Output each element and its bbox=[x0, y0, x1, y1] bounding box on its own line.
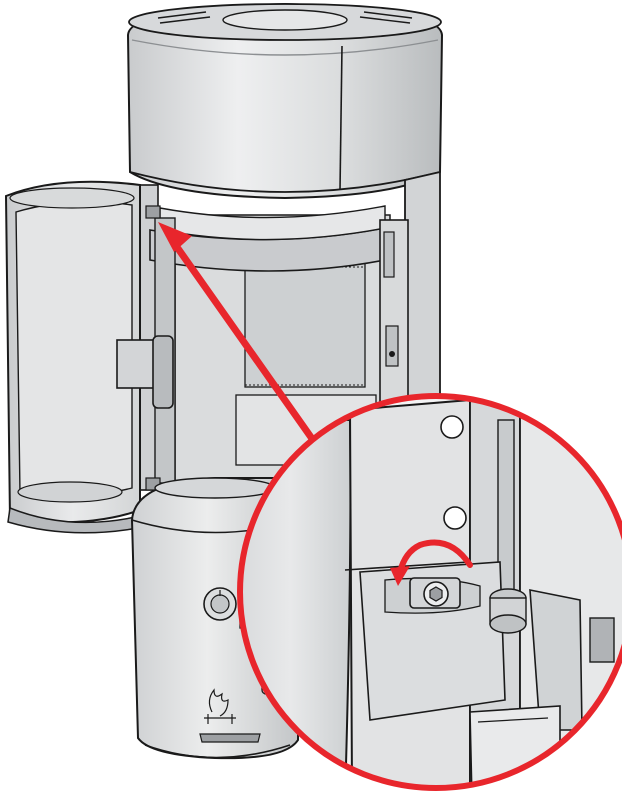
hex-socket-screw-icon bbox=[409, 577, 461, 609]
rotation-arrow-icon bbox=[390, 539, 473, 586]
top-cylinder bbox=[126, 2, 444, 200]
glass-door bbox=[4, 180, 174, 534]
red-pointer-arrow bbox=[158, 222, 324, 454]
magnifier-callout-circle bbox=[237, 393, 622, 791]
